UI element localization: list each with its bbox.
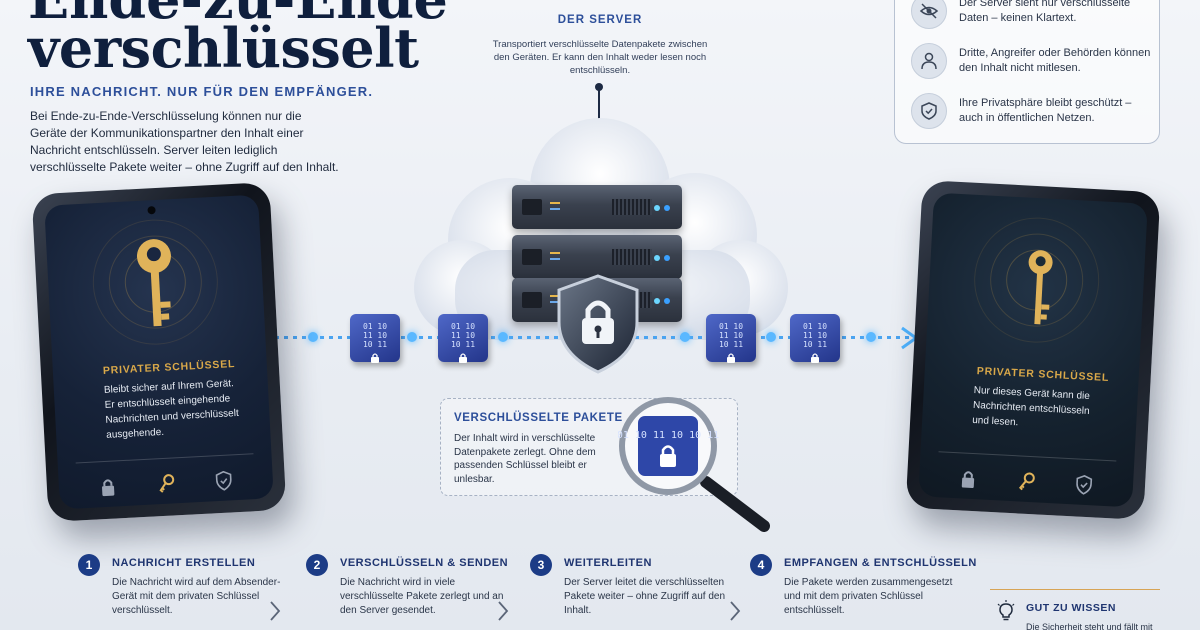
step-text: Der Server leitet die verschlüsselten Pa… [564, 577, 726, 616]
magnifier-icon: 01 10 11 10 10 11 [617, 396, 778, 541]
step-number: 3 [530, 554, 552, 576]
shield-check-icon [1076, 474, 1093, 495]
packet-binary: 01 10 11 10 10 11 [718, 322, 744, 349]
encrypted-packet: 01 10 11 10 10 11 [438, 314, 488, 363]
phone-icon-bar [79, 469, 254, 498]
lock-icon [102, 479, 115, 497]
step-title: EMPFANGEN & ENTSCHLÜSSELN [784, 557, 977, 569]
person-icon [911, 43, 947, 79]
info-item: Dritte, Angreifer oder Behörden können d… [911, 43, 1151, 79]
node-dot [498, 332, 508, 342]
node-dot [866, 332, 876, 342]
node-dot [680, 332, 690, 342]
key-small-icon [159, 474, 175, 493]
lock-icon [811, 353, 819, 363]
chevron-right-icon [730, 601, 741, 621]
tip-text: Die Sicherheit steht und fällt mit [1026, 622, 1153, 630]
node-dot [308, 332, 318, 342]
tip-title: GUT ZU WISSEN [1026, 602, 1116, 614]
shield-check-icon [215, 470, 232, 491]
lock-icon [459, 353, 467, 363]
shield-lock-icon [553, 272, 643, 381]
chevron-right-icon [270, 601, 281, 621]
node-dot [766, 332, 776, 342]
packet-binary: 01 10 11 10 10 11 [802, 322, 828, 349]
lock-icon [961, 471, 975, 489]
node-dot [407, 332, 417, 342]
step-number: 4 [750, 554, 772, 576]
server-unit [512, 185, 682, 229]
server-unit [512, 235, 682, 279]
lock-icon [371, 353, 379, 363]
private-key-text: Bleibt sicher auf Ihrem Gerät. Er entsch… [103, 378, 240, 441]
chevron-right-icon [498, 601, 509, 621]
key-rings [974, 217, 1100, 343]
encrypted-packet: 01 10 11 10 10 11 [350, 314, 400, 363]
server-title: DER SERVER [557, 14, 643, 26]
packet-binary: 01 10 11 10 10 11 [450, 322, 476, 349]
private-key-text: Nur dieses Gerät kann die Nachrichten en… [971, 384, 1091, 429]
eye-slash-icon [911, 0, 947, 29]
lightbulb-icon [997, 600, 1015, 621]
receiver-phone: PRIVATER SCHLÜSSEL Nur dieses Gerät kann… [905, 179, 1161, 521]
step-number: 2 [306, 554, 328, 576]
key-icon [136, 239, 171, 327]
step-text: Die Nachricht wird in viele verschlüssel… [340, 577, 504, 616]
info-text: Dritte, Angreifer oder Behörden können d… [959, 47, 1151, 74]
title-line-1: Ende-zu-Ende [28, 0, 448, 26]
step-title: WEITERLEITEN [564, 557, 652, 569]
key-small-icon [1018, 472, 1035, 491]
key-icon [1028, 250, 1053, 325]
page-title: verschlüsselt [28, 16, 419, 80]
server-description: Transportiert verschlüsselte Datenpakete… [492, 39, 708, 76]
tip-divider [990, 589, 1160, 590]
shield-check-icon [911, 93, 947, 129]
lock-icon [727, 353, 735, 363]
encrypted-packet: 01 10 11 10 10 11 [706, 314, 756, 363]
encrypted-packet: 01 10 11 10 10 11 [790, 314, 840, 363]
sender-phone-screen: PRIVATER SCHLÜSSEL Bleibt sicher auf Ihr… [44, 194, 274, 510]
connector-line [598, 86, 600, 142]
packets-title: VERSCHLÜSSELTE PAKETE [454, 412, 623, 424]
sender-phone: PRIVATER SCHLÜSSEL Bleibt sicher auf Ihr… [31, 181, 287, 523]
packet-binary: 01 10 11 10 10 11 [362, 322, 388, 349]
private-key-title: PRIVATER SCHLÜSSEL [102, 358, 236, 377]
phone-icon-bar [939, 467, 1114, 496]
step-text: Die Nachricht wird auf dem Absender-Gerä… [112, 577, 281, 616]
packets-text: Der Inhalt wird in verschlüsselte Datenp… [454, 433, 596, 485]
svg-text:01 10 11 10 10 11: 01 10 11 10 10 11 [618, 430, 719, 441]
step-number: 1 [78, 554, 100, 576]
step-title: VERSCHLÜSSELN & SENDEN [340, 557, 509, 569]
info-text: Der Server sieht nur verschlüsselte Date… [959, 0, 1131, 24]
info-item: Ihre Privatsphäre bleibt geschützt – auc… [911, 93, 1151, 129]
info-text: Ihre Privatsphäre bleibt geschützt – auc… [959, 97, 1132, 124]
info-item: Der Server sieht nur verschlüsselte Date… [911, 0, 1151, 29]
receiver-phone-screen: PRIVATER SCHLÜSSEL Nur dieses Gerät kann… [918, 192, 1148, 508]
intro-text: Bei Ende-zu-Ende-Verschlüsselung können … [30, 109, 339, 174]
divider [75, 453, 254, 464]
info-box: Der Server sieht nur verschlüsselte Date… [894, 0, 1160, 144]
subtitle: IHRE NACHRICHT. NUR FÜR DEN EMPFÄNGER. [30, 84, 374, 99]
step-text: Die Pakete werden zusammengesetzt und mi… [784, 577, 953, 616]
step-title: NACHRICHT ERSTELLEN [112, 557, 256, 569]
private-key-title: PRIVATER SCHLÜSSEL [976, 365, 1110, 385]
divider [938, 451, 1117, 462]
